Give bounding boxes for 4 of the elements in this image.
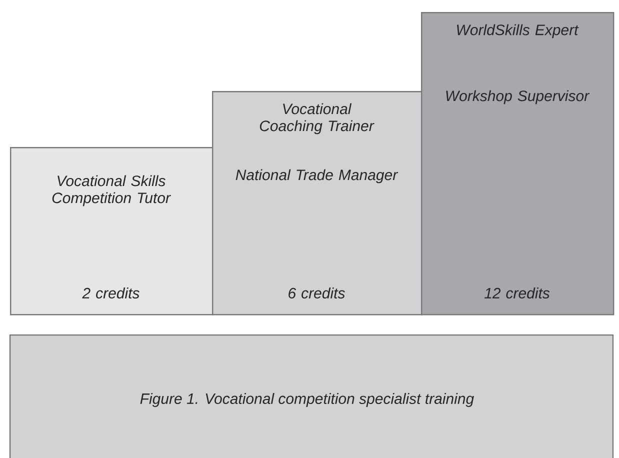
step-box: WorldSkills Expert Workshop Supervisor 12 credits xyxy=(421,12,614,316)
step-box: Vocational Skills Competition Tutor 2 credits xyxy=(10,147,214,316)
caption-box: Figure 1. Vocational competition specialist training xyxy=(9,334,614,458)
step-box: Vocational Coaching Trainer National Trade Manager 6 credits xyxy=(212,91,422,316)
